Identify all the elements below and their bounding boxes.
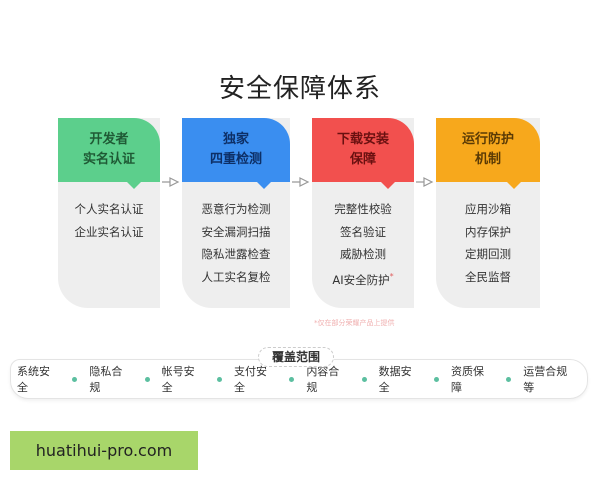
card-item-text: AI安全防护 — [332, 272, 390, 287]
card-item: 人工实名复检 — [201, 269, 271, 284]
card-title-line2: 实名认证 — [82, 152, 135, 167]
card-title-line2: 机制 — [474, 152, 501, 167]
scope-item: 隐私合规 — [89, 365, 123, 394]
card-item: 企业实名认证 — [74, 224, 144, 239]
bullet-dot-icon — [506, 376, 512, 382]
scope-item: 运营合规 等 — [523, 365, 568, 394]
card-item: 恶意行为检测 — [201, 202, 271, 216]
scope-item: 支付安全 — [233, 365, 267, 394]
card-item: AI安全防护* — [332, 266, 393, 291]
arrow-right-icon — [162, 177, 180, 187]
card-item-list: 完整性校验 签名验证 威胁检测 AI安全防护* — [312, 182, 414, 291]
card-item: 全民监督 — [465, 269, 511, 284]
card-download-install: 下载安装 保障 完整性校验 签名验证 威胁检测 AI安全防护* — [312, 118, 414, 308]
card-title-line2: 保障 — [349, 152, 376, 167]
card-title-line1: 独家 — [222, 132, 249, 147]
card-item: 内存保护 — [465, 224, 511, 239]
card-header: 运行防护 机制 — [436, 118, 540, 189]
card-item: 威胁检测 — [340, 247, 386, 261]
bullet-dot-icon — [217, 376, 222, 382]
coverage-scope-label: 覆盖范围 — [258, 347, 334, 367]
card-item: 完整性校验 — [334, 202, 392, 216]
arrow-right-icon — [292, 177, 310, 187]
card-title-line1: 开发者 — [89, 132, 129, 147]
card-header: 开发者 实名认证 — [58, 118, 160, 189]
card-developer-verification: 开发者 实名认证 个人实名认证 企业实名认证 — [58, 118, 160, 308]
footnote: *仅在部分荣耀产品上提供 — [314, 319, 395, 327]
card-item: 签名验证 — [340, 224, 386, 239]
footnote-marker: * — [389, 271, 394, 281]
card-item-list: 个人实名认证 企业实名认证 — [58, 182, 160, 243]
card-item: 应用沙箱 — [465, 202, 511, 216]
card-title-line1: 下载安装 — [336, 132, 389, 147]
diagram-title: 安全保障体系 — [218, 74, 381, 104]
card-item: 定期回测 — [465, 247, 511, 261]
scope-item: 数据安全 — [378, 365, 412, 394]
card-quad-detection: 独家 四重检测 恶意行为检测 安全漏洞扫描 隐私泄露检查 人工实名复检 — [182, 118, 290, 308]
card-item-list: 恶意行为检测 安全漏洞扫描 隐私泄露检查 人工实名复检 — [182, 182, 290, 288]
card-header: 下载安装 保障 — [312, 118, 414, 189]
card-item: 隐私泄露检查 — [201, 247, 271, 261]
scope-item: 系统安全 — [17, 365, 50, 394]
scope-item: 帐号安全 — [161, 365, 195, 394]
scope-item: 资质保障 — [450, 365, 484, 394]
card-title-line1: 运行防护 — [461, 132, 514, 147]
watermark-banner: huatihui-pro.com — [10, 431, 198, 470]
card-item: 安全漏洞扫描 — [201, 224, 271, 239]
bullet-dot-icon — [434, 376, 439, 382]
scope-item: 内容合规 — [306, 365, 340, 394]
bullet-dot-icon — [144, 376, 150, 382]
bullet-dot-icon — [361, 376, 367, 382]
card-item-list: 应用沙箱 内存保护 定期回测 全民监督 — [436, 182, 540, 288]
card-header: 独家 四重检测 — [182, 118, 290, 189]
coverage-scope-bar: 系统安全 隐私合规 帐号安全 支付安全 内容合规 数据安全 资质保障 运营合规 … — [10, 359, 588, 399]
arrow-right-icon — [416, 177, 434, 187]
card-runtime-protection: 运行防护 机制 应用沙箱 内存保护 定期回测 全民监督 — [436, 118, 540, 308]
bullet-dot-icon — [289, 376, 295, 382]
card-item: 个人实名认证 — [74, 202, 144, 216]
card-title-line2: 四重检测 — [209, 152, 262, 167]
bullet-dot-icon — [72, 376, 78, 382]
